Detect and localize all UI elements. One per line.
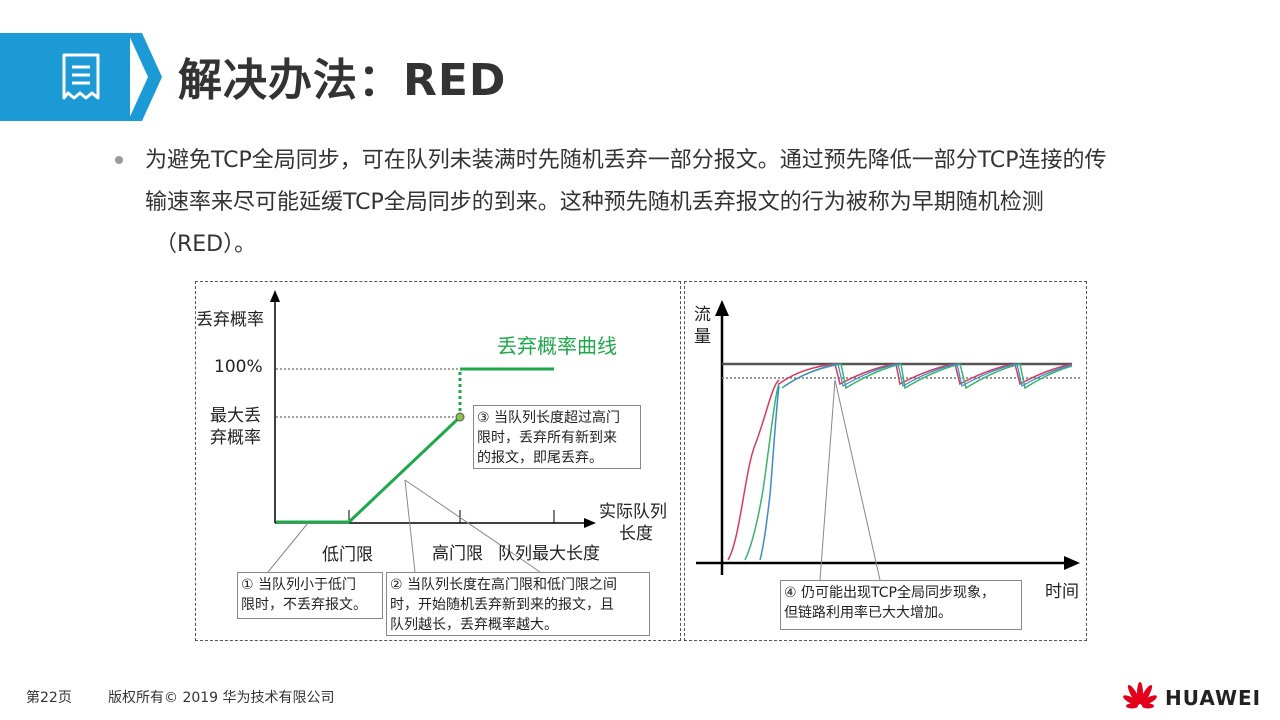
traffic-sync-panel bbox=[684, 281, 1087, 641]
note1-line2: 限时，不丢弃报文。 bbox=[241, 597, 367, 613]
copyright: 版权所有© 2019 华为技术有限公司 bbox=[108, 690, 335, 706]
traffic-x-axis-arrow bbox=[1064, 556, 1080, 570]
pointer-1 bbox=[267, 522, 309, 573]
huawei-logo-icon bbox=[1123, 682, 1157, 709]
note-global-sync: ④ 仍可能出现TCP全局同步现象， 但链路利用率已大大增加。 bbox=[780, 580, 1022, 630]
traffic-ramp-red bbox=[727, 379, 780, 561]
bullet-paragraph: 为避免TCP全局同步，可在队列未装满时先随机丢弃一部分报文。通过预先降低一部分T… bbox=[145, 140, 1205, 266]
document-icon bbox=[62, 53, 100, 100]
note2-line2: 时，开始随机丢弃新到来的报文，且 bbox=[390, 597, 614, 613]
red-drop-curve-panel bbox=[195, 281, 681, 641]
pointer-4a bbox=[819, 379, 836, 581]
traffic-y-label-2: 量 bbox=[694, 327, 711, 347]
brand-name: HUAWEI bbox=[1165, 686, 1262, 710]
bullet-line-1: 为避免TCP全局同步，可在队列未装满时先随机丢弃一部分报文。通过预先降低一部分T… bbox=[145, 148, 1107, 173]
title-chevron bbox=[128, 33, 162, 121]
pointer-2a bbox=[404, 479, 416, 573]
curve-label: 丢弃概率曲线 bbox=[497, 334, 617, 358]
traffic-sawtooth bbox=[778, 363, 1073, 390]
bullet-line-3: （RED）。 bbox=[155, 232, 257, 257]
sawtooth-blue bbox=[784, 363, 1073, 387]
traffic-ramp-blue bbox=[759, 385, 780, 561]
curve-linear-segment bbox=[347, 415, 462, 524]
bullet-dot bbox=[115, 156, 123, 164]
sawtooth-green bbox=[781, 363, 1073, 390]
traffic-y-label-1: 流 bbox=[694, 305, 711, 325]
tick-100-label: 100% bbox=[214, 357, 263, 377]
slide-title: 解决办法：RED bbox=[178, 55, 507, 106]
traffic-y-axis-arrow bbox=[715, 300, 729, 316]
x-low-label: 低门限 bbox=[322, 545, 373, 565]
bullet-line-2: 输速率来尽可能延缓TCP全局同步的到来。这种预先随机丢弃报文的行为被称为早期随机… bbox=[145, 190, 1044, 215]
note3-line1: ③ 当队列长度超过高门 bbox=[477, 410, 621, 426]
note3-line2: 限时，丢弃所有新到来 bbox=[477, 430, 617, 446]
note4-line1: ④ 仍可能出现TCP全局同步现象， bbox=[784, 585, 995, 601]
pointer-4b bbox=[834, 379, 881, 581]
x-axis-label-1: 实际队列 bbox=[599, 502, 667, 522]
tick-max-label-1: 最大丢 bbox=[210, 406, 261, 426]
note2-line1: ② 当队列长度在高门限和低门限之间 bbox=[390, 577, 618, 593]
y-axis-arrow bbox=[270, 290, 280, 302]
x-axis-label-2: 长度 bbox=[619, 524, 653, 544]
pointer-2b bbox=[404, 479, 541, 573]
x-high-label: 高门限 bbox=[432, 544, 483, 564]
traffic-x-label: 时间 bbox=[1045, 582, 1079, 602]
page-number: 第22页 bbox=[26, 690, 72, 706]
traffic-ramp-green bbox=[744, 382, 780, 561]
note-below-low-threshold: ① 当队列小于低门 限时，不丢弃报文。 bbox=[237, 572, 383, 619]
x-axis-arrow bbox=[584, 518, 596, 528]
note3-line3: 的报文，即尾丢弃。 bbox=[477, 450, 603, 466]
note4-line2: 但链路利用率已大大增加。 bbox=[784, 605, 952, 621]
x-max-label: 队列最大长度 bbox=[498, 544, 600, 564]
note-above-high-threshold: ③ 当队列长度超过高门 限时，丢弃所有新到来 的报文，即尾丢弃。 bbox=[473, 405, 641, 469]
tick-max-label-2: 弃概率 bbox=[210, 428, 261, 448]
y-axis-label: 丢弃概率 bbox=[196, 310, 264, 330]
note2-line3: 队列越长，丢弃概率越大。 bbox=[390, 617, 558, 633]
curve-threshold-point bbox=[455, 412, 465, 422]
note1-line1: ① 当队列小于低门 bbox=[241, 577, 357, 593]
note-between-thresholds: ② 当队列长度在高门限和低门限之间 时，开始随机丢弃新到来的报文，且 队列越长，… bbox=[386, 572, 650, 636]
